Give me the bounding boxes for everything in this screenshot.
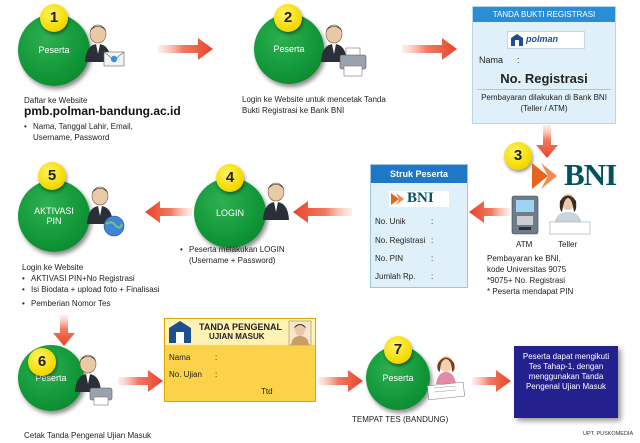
step-4-bullets: Peserta melakukan LOGIN (Username + Pass… (180, 244, 320, 266)
bni-logo: BNI (532, 158, 632, 194)
student-writing-icon (427, 356, 465, 401)
card-ttd: Ttd (261, 387, 273, 396)
arrow-5-to-6 (53, 315, 75, 346)
card-field-nama: Nama (169, 353, 191, 362)
arrow-1-to-2 (158, 38, 213, 60)
final-message-text: Peserta dapat mengikuti Tes Tahap-1, den… (522, 352, 610, 391)
step-5-caption: Login ke Website (22, 263, 84, 272)
atm-label: ATM (516, 240, 533, 249)
struk-field-pin: No. PIN (375, 254, 404, 263)
bni-emblem-icon (532, 163, 557, 189)
step-2-badge: 2 (274, 4, 302, 32)
polman-logo-text: polman (526, 34, 559, 44)
struk-colon-3: : (431, 254, 434, 263)
step-7-badge: 7 (384, 336, 412, 364)
arrow-receipt-to-bni (536, 125, 558, 158)
user-icon (263, 182, 289, 220)
polman-logo-icon-card (169, 321, 191, 343)
arrow-struk-to-4 (293, 201, 352, 223)
registration-receipt: TANDA BUKTI REGISTRASI polman Nama : No.… (472, 6, 616, 124)
list-item: Pemberian Nomor Tes (22, 298, 202, 309)
user-printer-icon (321, 24, 367, 77)
step-5-badge: 5 (38, 162, 66, 190)
struk-colon-4: : (431, 272, 434, 281)
photo-person-icon (288, 320, 312, 346)
step-5-bullets: AKTIVASI PIN+No Registrasi Isi Biodata +… (22, 273, 202, 309)
struk-field-registrasi: No. Registrasi (375, 236, 426, 245)
teller-label: Teller (558, 240, 578, 249)
receipt-divider (477, 89, 611, 90)
struk-field-jumlah: Jumlah Rp. (375, 272, 416, 281)
teller-person-icon (549, 194, 591, 235)
exam-id-card: TANDA PENGENAL UJIAN MASUK Nama : No. Uj… (164, 318, 316, 402)
step-4-label: LOGIN (215, 208, 244, 218)
step-6-label: Peserta (35, 373, 67, 383)
step-2-caption: Login ke Website untuk mencetak Tanda Bu… (242, 95, 386, 115)
step-7-caption: TEMPAT TES (BANDUNG) (352, 415, 449, 424)
step-1-caption: Daftar ke Website (24, 96, 88, 105)
card-colon-1: : (215, 353, 218, 362)
credit-text: UPT. PUSKOMEDIA (583, 431, 634, 437)
bni-emblem-small-icon (391, 193, 404, 205)
card-title-1: TANDA PENGENAL (199, 322, 282, 332)
step-1-url[interactable]: pmb.polman-bandung.ac.id (24, 104, 181, 118)
step-1-bullets: Nama, Tanggal Lahir, Email, Username, Pa… (24, 121, 174, 143)
struk-colon-1: : (431, 217, 434, 226)
list-item: Peserta melakukan LOGIN (Username + Pass… (180, 244, 320, 266)
receipt-logo: polman (507, 31, 585, 49)
struk-header: Struk Peserta (371, 165, 467, 183)
user-printer-icon-2 (75, 354, 113, 406)
struk-bni-text: BNI (407, 190, 434, 206)
bni-logo-text: BNI (564, 157, 617, 192)
struk-peserta: Struk Peserta BNI No. Unik No. Registras… (370, 164, 468, 288)
list-item: AKTIVASI PIN+No Registrasi (22, 273, 202, 284)
list-item: Nama, Tanggal Lahir, Email, Username, Pa… (24, 121, 174, 143)
struk-colon-2: : (431, 236, 434, 245)
arrow-card-to-7 (318, 370, 363, 392)
step-7-label: Peserta (382, 373, 414, 383)
step-3-caption: Pembayaran ke BNI, kode Universitas 9075… (487, 254, 574, 296)
arrow-bni-to-struk (469, 201, 510, 223)
card-field-no-ujian: No. Ujian (169, 370, 202, 379)
step-6-caption: Cetak Tanda Pengenal Ujian Masuk (24, 431, 152, 440)
arrow-6-to-card (118, 370, 163, 392)
final-message-box: Peserta dapat mengikuti Tes Tahap-1, den… (514, 346, 618, 418)
step-3-badge: 3 (504, 142, 532, 170)
struk-field-unik: No. Unik (375, 217, 406, 226)
receipt-nama-colon: : (517, 55, 520, 65)
receipt-header: TANDA BUKTI REGISTRASI (473, 7, 615, 22)
user-mail-icon (85, 24, 125, 67)
user-globe-icon (87, 186, 125, 237)
arrow-4-to-5 (145, 201, 192, 223)
step-1-badge: 1 (40, 4, 68, 32)
list-item: Isi Biodata + upload foto + Finalisasi (22, 284, 202, 295)
receipt-footer: Pembayaran dilakukan di Bank BNI (Teller… (481, 93, 607, 113)
step-2-label: Peserta (273, 44, 305, 54)
step-4-badge: 4 (216, 164, 244, 192)
card-title-2: UJIAN MASUK (209, 332, 265, 341)
struk-bni-logo: BNI (389, 190, 449, 207)
step-6-badge: 6 (28, 348, 56, 376)
polman-logo-icon (511, 34, 523, 46)
arrow-2-to-receipt (402, 38, 457, 60)
arrow-7-to-final (472, 370, 511, 392)
receipt-registration-number: No. Registrasi (500, 71, 588, 86)
step-5-circle: AKTIVASI PIN (18, 180, 90, 252)
step-5-label: AKTIVASI PIN (34, 206, 74, 226)
step-1-label: Peserta (38, 45, 70, 55)
receipt-nama-label: Nama (479, 55, 504, 65)
card-colon-2: : (215, 370, 218, 379)
atm-machine-icon (511, 195, 539, 235)
